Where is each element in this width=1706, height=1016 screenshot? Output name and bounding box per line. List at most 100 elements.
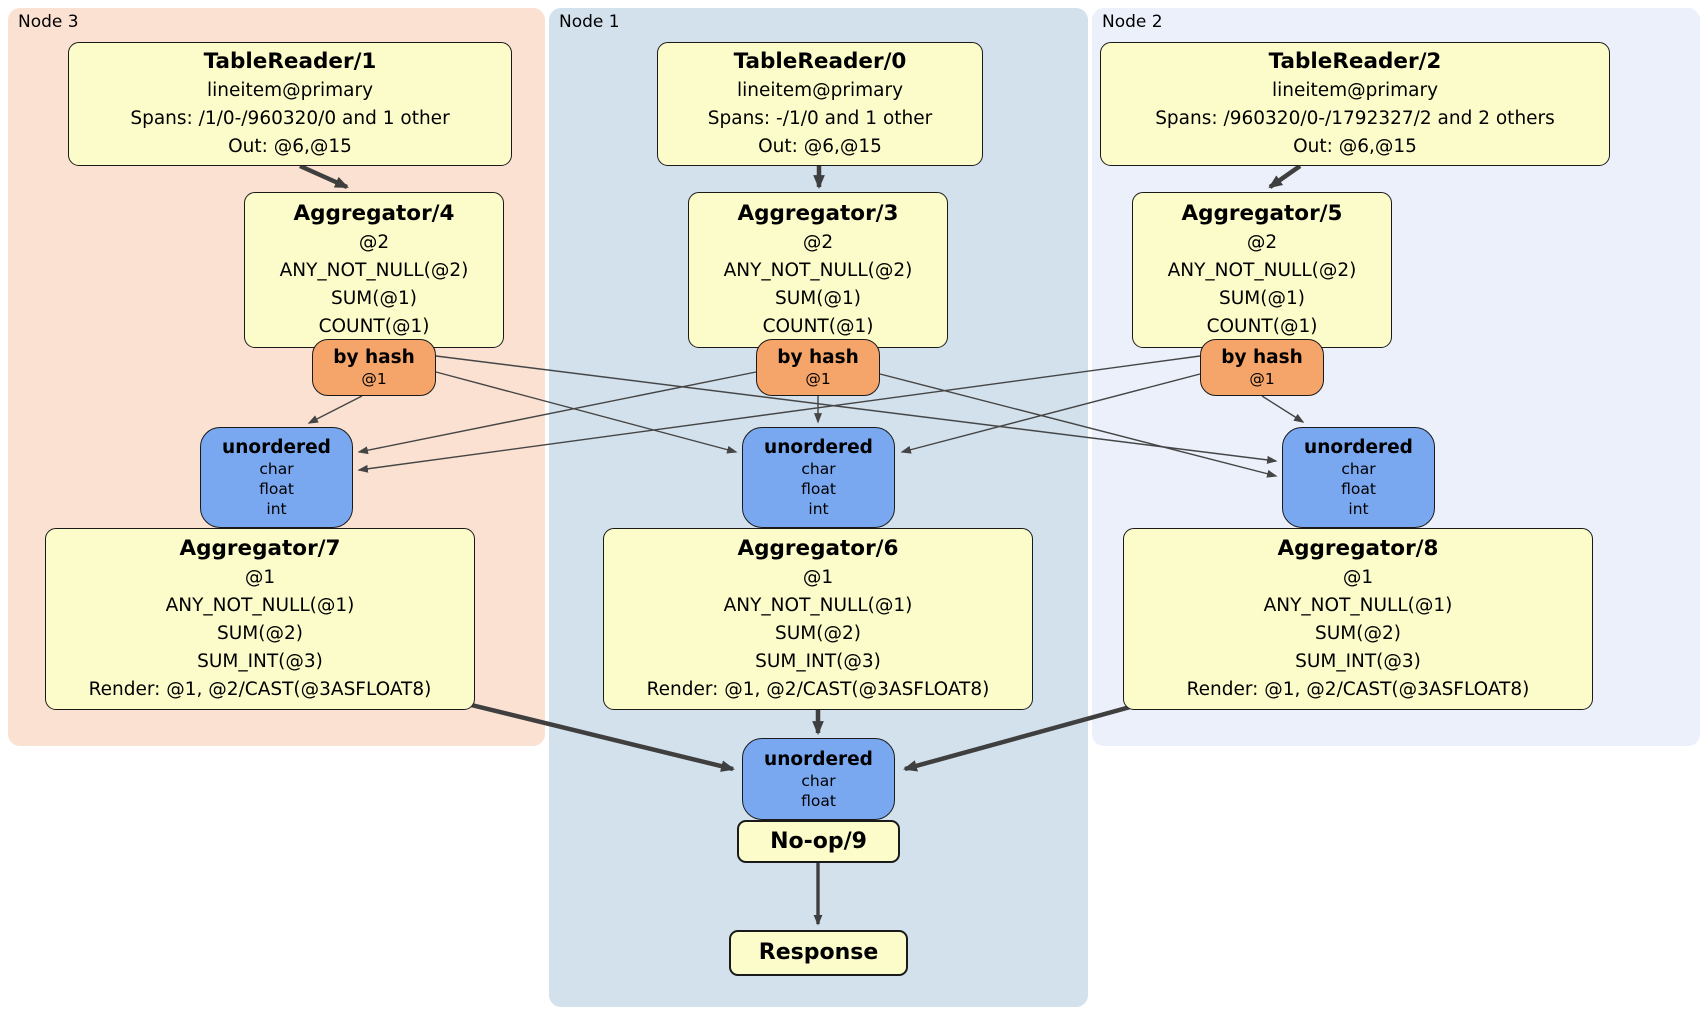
sync-type: float bbox=[259, 480, 294, 498]
edge-tr2-agg5 bbox=[1268, 164, 1302, 189]
edge-hash3-sync2 bbox=[435, 355, 1278, 464]
edge-agg8-syncfinal bbox=[902, 698, 1153, 772]
render-line: Render: @1, @2/CAST(@3ASFLOAT8) bbox=[646, 679, 990, 700]
group-cols-line: @1 bbox=[1342, 567, 1374, 588]
router-hash-node2: by hash @1 bbox=[1200, 339, 1324, 396]
processor-title: Aggregator/5 bbox=[1181, 201, 1343, 226]
index-line: lineitem@primary bbox=[206, 80, 374, 101]
spans-line: Spans: -/1/0 and 1 other bbox=[707, 108, 933, 129]
agg-fn-line: ANY_NOT_NULL(@2) bbox=[1167, 260, 1357, 281]
agg-fn-line: COUNT(@1) bbox=[318, 316, 430, 337]
agg-fn-line: ANY_NOT_NULL(@2) bbox=[723, 260, 913, 281]
sync-type: float bbox=[1341, 480, 1376, 498]
processor-title: No-op/9 bbox=[770, 828, 867, 854]
edge-hash2-sync2 bbox=[1261, 395, 1305, 423]
edge-hash3-sync3 bbox=[307, 395, 363, 424]
edge-hash3-sync1 bbox=[435, 371, 738, 454]
agg-fn-line: SUM_INT(@3) bbox=[1295, 651, 1421, 672]
sync-type: int bbox=[1348, 500, 1369, 518]
agg-fn-line: ANY_NOT_NULL(@1) bbox=[723, 595, 913, 616]
sync-title: unordered bbox=[764, 748, 873, 770]
agg-fn-line: SUM(@2) bbox=[1315, 623, 1401, 644]
edge-hash2-sync3 bbox=[357, 355, 1201, 473]
processor-aggregator-7: Aggregator/7 @1 ANY_NOT_NULL(@1) SUM(@2)… bbox=[45, 528, 475, 710]
agg-fn-line: SUM(@2) bbox=[775, 623, 861, 644]
agg-fn-line: COUNT(@1) bbox=[1206, 316, 1318, 337]
processor-title: TableReader/0 bbox=[733, 49, 907, 74]
sync-type: float bbox=[801, 480, 836, 498]
group-cols-line: @1 bbox=[244, 567, 276, 588]
sync-title: unordered bbox=[764, 437, 873, 458]
out-line: Out: @6,@15 bbox=[1293, 136, 1417, 157]
processor-aggregator-6: Aggregator/6 @1 ANY_NOT_NULL(@1) SUM(@2)… bbox=[603, 528, 1033, 710]
processor-title: Aggregator/4 bbox=[293, 201, 455, 226]
processor-noop-9: No-op/9 bbox=[737, 820, 900, 863]
processor-aggregator-8: Aggregator/8 @1 ANY_NOT_NULL(@1) SUM(@2)… bbox=[1123, 528, 1593, 710]
router-detail: @1 bbox=[805, 370, 831, 388]
group-cols-line: @2 bbox=[358, 232, 390, 253]
index-line: lineitem@primary bbox=[1271, 80, 1439, 101]
spans-line: Spans: /1/0-/960320/0 and 1 other bbox=[130, 108, 450, 129]
render-line: Render: @1, @2/CAST(@3ASFLOAT8) bbox=[88, 679, 432, 700]
out-line: Out: @6,@15 bbox=[758, 136, 882, 157]
agg-fn-line: ANY_NOT_NULL(@1) bbox=[1263, 595, 1453, 616]
edge-hash2-sync1 bbox=[900, 373, 1201, 454]
render-line: Render: @1, @2/CAST(@3ASFLOAT8) bbox=[1186, 679, 1530, 700]
group-cols-line: @1 bbox=[802, 567, 834, 588]
sync-type: char bbox=[801, 460, 836, 478]
processor-title: Aggregator/3 bbox=[737, 201, 899, 226]
processor-aggregator-4: Aggregator/4 @2 ANY_NOT_NULL(@2) SUM(@1)… bbox=[244, 192, 504, 348]
group-cols-line: @2 bbox=[802, 232, 834, 253]
agg-fn-line: SUM_INT(@3) bbox=[197, 651, 323, 672]
sync-unordered-node1: unordered char float int bbox=[742, 427, 895, 528]
agg-fn-line: SUM_INT(@3) bbox=[755, 651, 881, 672]
agg-fn-line: SUM(@1) bbox=[775, 288, 861, 309]
processor-title: Response bbox=[758, 940, 879, 965]
processor-aggregator-5: Aggregator/5 @2 ANY_NOT_NULL(@2) SUM(@1)… bbox=[1132, 192, 1392, 348]
processor-title: Aggregator/8 bbox=[1277, 536, 1439, 561]
router-title: by hash bbox=[1221, 347, 1303, 368]
router-detail: @1 bbox=[1249, 370, 1275, 388]
out-line: Out: @6,@15 bbox=[228, 136, 352, 157]
router-detail: @1 bbox=[361, 370, 387, 388]
node1-label: Node 1 bbox=[559, 12, 620, 32]
group-cols-line: @2 bbox=[1246, 232, 1278, 253]
agg-fn-line: SUM(@1) bbox=[1219, 288, 1305, 309]
spans-line: Spans: /960320/0-/1792327/2 and 2 others bbox=[1155, 108, 1555, 129]
router-hash-node1: by hash @1 bbox=[756, 339, 880, 396]
agg-fn-line: ANY_NOT_NULL(@1) bbox=[165, 595, 355, 616]
sync-unordered-node2: unordered char float int bbox=[1282, 427, 1435, 528]
router-hash-node3: by hash @1 bbox=[312, 339, 436, 396]
processor-title: Aggregator/7 bbox=[179, 536, 341, 561]
sync-type: int bbox=[808, 500, 829, 518]
router-title: by hash bbox=[777, 347, 859, 368]
edge-hash1-sync3 bbox=[357, 371, 757, 455]
sync-type: char bbox=[1341, 460, 1376, 478]
sync-title: unordered bbox=[222, 437, 331, 458]
index-line: lineitem@primary bbox=[736, 80, 904, 101]
sync-type: char bbox=[259, 460, 294, 478]
sync-title: unordered bbox=[1304, 437, 1413, 458]
sync-unordered-node3: unordered char float int bbox=[200, 427, 353, 528]
processor-title: Aggregator/6 bbox=[737, 536, 899, 561]
sync-unordered-final: unordered char float bbox=[742, 738, 895, 820]
sync-type: int bbox=[266, 500, 287, 518]
processor-aggregator-3: Aggregator/3 @2 ANY_NOT_NULL(@2) SUM(@1)… bbox=[688, 192, 948, 348]
agg-fn-line: COUNT(@1) bbox=[762, 316, 874, 337]
edge-agg7-syncfinal bbox=[454, 698, 736, 772]
sync-type: char bbox=[801, 771, 836, 790]
router-title: by hash bbox=[333, 347, 415, 368]
node2-label: Node 2 bbox=[1102, 12, 1163, 32]
processor-title: TableReader/1 bbox=[203, 49, 377, 74]
processor-tablereader-1: TableReader/1 lineitem@primary Spans: /1… bbox=[68, 42, 512, 166]
agg-fn-line: SUM(@1) bbox=[331, 288, 417, 309]
processor-title: TableReader/2 bbox=[1268, 49, 1442, 74]
processor-tablereader-0: TableReader/0 lineitem@primary Spans: -/… bbox=[657, 42, 983, 166]
node3-label: Node 3 bbox=[18, 12, 79, 32]
agg-fn-line: ANY_NOT_NULL(@2) bbox=[279, 260, 469, 281]
response-node: Response bbox=[729, 930, 908, 976]
edge-tr1-agg4 bbox=[299, 163, 349, 190]
processor-tablereader-2: TableReader/2 lineitem@primary Spans: /9… bbox=[1100, 42, 1610, 166]
